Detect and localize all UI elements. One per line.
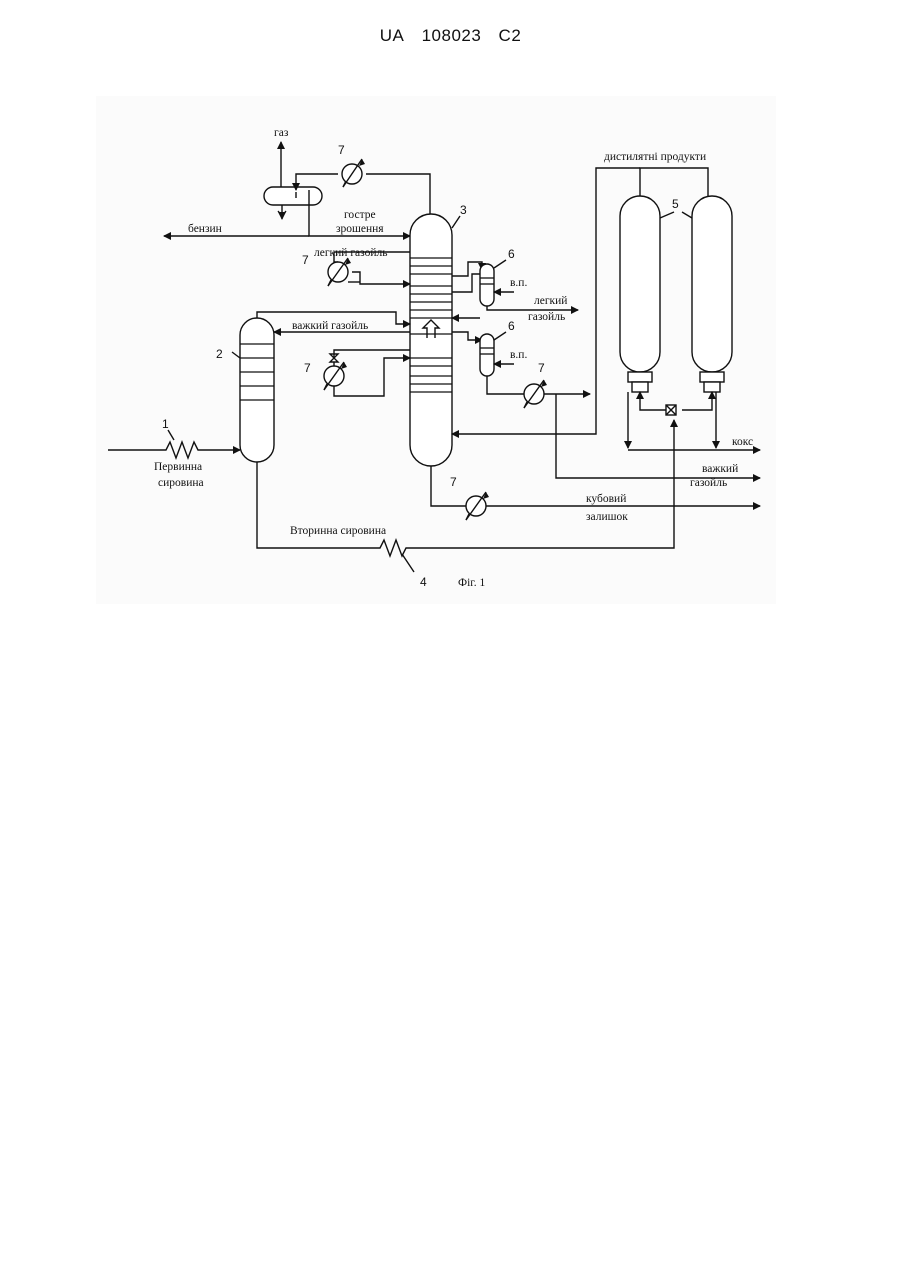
primary-feed-line: [108, 442, 240, 458]
label-heavy-gasoil-out-2: газойль: [690, 477, 727, 489]
document-kind: C2: [499, 26, 522, 45]
label-steam-upper: в.п.: [510, 277, 527, 289]
label-primary-feed-2: сировина: [158, 477, 204, 489]
label-coke: кокс: [732, 436, 753, 448]
patent-number: 108023: [422, 26, 482, 45]
country-code: UA: [380, 26, 405, 45]
ref-number-4: 4: [420, 575, 427, 589]
primary-column: [240, 318, 274, 462]
ref-number-2: 2: [216, 347, 223, 361]
ref-number-7-stripper: 7: [538, 361, 545, 375]
ref-number-7-bottoms: 7: [450, 475, 457, 489]
leader-3: [452, 216, 460, 228]
fractionating-column: [410, 214, 452, 466]
light-gasoil-return: [352, 272, 410, 284]
leader-2: [232, 352, 240, 358]
label-sharp-reflux-2: зрошення: [336, 223, 384, 235]
bottoms-cooler: [466, 492, 489, 520]
label-bottoms-1: кубовий: [586, 493, 626, 505]
ref-number-6-upper: 6: [508, 247, 515, 261]
ref-number-1: 1: [162, 417, 169, 431]
coke-drum-left-cone: [628, 372, 652, 392]
side-stripper-lower: [480, 334, 494, 376]
coke-drum-left-inlet: [640, 392, 666, 410]
leader-1: [168, 430, 174, 440]
coke-drum-right: [692, 196, 732, 372]
coke-drum-right-cone: [700, 372, 724, 392]
distillate-products-line: [640, 168, 708, 198]
label-heavy-gasoil-left: важкий газойль: [292, 320, 368, 332]
stripper2-feed: [452, 332, 482, 340]
leader-5a: [660, 212, 674, 218]
figure-caption: Фіг. 1: [458, 577, 485, 589]
heavy-gasoil-reflux: [334, 350, 410, 358]
process-diagram: газ бензин гостре зрошення легкий газойл…: [96, 96, 776, 604]
stripper2-cooler: [524, 380, 547, 408]
side-stripper-upper: [480, 264, 494, 306]
label-light-gasoil-top: легкий газойль: [314, 247, 388, 259]
ref-number-7-heavy: 7: [304, 361, 311, 375]
leader-4: [402, 554, 414, 572]
switch-valve: [666, 405, 676, 415]
column-bottoms-line: [431, 466, 466, 506]
leader-6b: [494, 332, 506, 340]
label-light-gasoil-out-1: легкий: [534, 295, 567, 307]
label-bottoms-2: залишок: [586, 511, 628, 523]
coke-drum-right-inlet: [682, 392, 712, 410]
label-heavy-gasoil-out-1: важкий: [702, 463, 738, 475]
label-sharp-reflux-1: гостре: [344, 209, 376, 221]
document-header: UA 108023 C2: [0, 26, 901, 46]
heavy-gasoil-cooler-return: [334, 358, 410, 396]
light-gasoil-cooler: [328, 258, 351, 286]
leader-6a: [494, 260, 506, 268]
label-petrol: бензин: [188, 223, 222, 235]
leader-5b: [682, 212, 692, 218]
ref-number-7-light: 7: [302, 253, 309, 267]
overhead-vapour-line: [366, 174, 430, 218]
label-gas: газ: [274, 127, 289, 139]
overhead-condenser: [342, 159, 365, 187]
label-light-gasoil-out-2: газойль: [528, 311, 565, 323]
stripper2-bottoms: [487, 376, 524, 394]
label-distillate-products: дистилятні продукти: [604, 151, 706, 163]
label-steam-lower: в.п.: [510, 349, 527, 361]
label-primary-feed-1: Первинна: [154, 461, 202, 473]
ref-number-7-overhead: 7: [338, 143, 345, 157]
overhead-separator: [264, 187, 322, 205]
ref-number-6-lower: 6: [508, 319, 515, 333]
heavy-gasoil-cooler: [324, 362, 347, 390]
process-flow-figure: газ бензин гостре зрошення легкий газойл…: [96, 96, 776, 604]
ref-number-5: 5: [672, 197, 679, 211]
ref-number-3: 3: [460, 203, 467, 217]
label-secondary-feed: Вторинна сировина: [290, 525, 386, 537]
coke-drum-left: [620, 196, 660, 372]
